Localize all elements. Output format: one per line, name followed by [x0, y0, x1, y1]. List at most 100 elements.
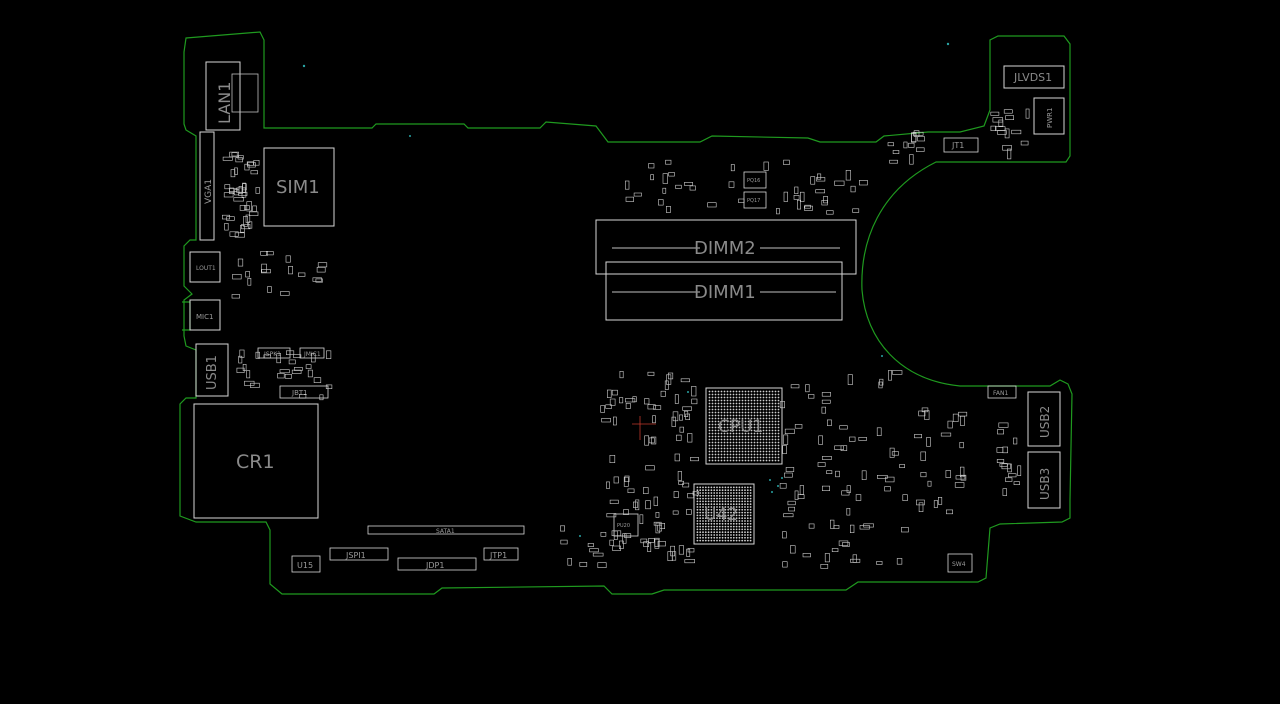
bga-ball [718, 503, 721, 506]
bga-ball [771, 441, 774, 444]
passive-footprint [990, 111, 1000, 116]
component-pwr1[interactable]: PWR1 [1033, 97, 1065, 135]
bga-ball [756, 420, 759, 423]
bga-ball [711, 429, 714, 432]
bga-ball [711, 447, 714, 450]
passive-footprint [959, 415, 965, 426]
bga-ball [727, 520, 730, 522]
component-usb3[interactable]: USB3 [1027, 451, 1061, 509]
passive-footprint [876, 427, 882, 436]
bga-ball [710, 531, 713, 534]
component-jlvds1[interactable]: JLVDS1 [1003, 65, 1065, 89]
bga-ball [741, 517, 744, 520]
bga-ball [716, 531, 718, 534]
bga-ball [771, 450, 774, 453]
passive-footprint [838, 540, 849, 546]
component-pq17[interactable]: PQ17 [743, 191, 767, 209]
component-cpu1[interactable]: CPU1 [705, 387, 783, 465]
component-jbt1[interactable]: JBT1 [279, 385, 329, 399]
bga-ball [714, 447, 717, 450]
component-jdp1[interactable]: JDP1 [397, 557, 477, 571]
passive-footprint [288, 265, 293, 275]
bga-ball [749, 531, 752, 534]
component-dimm1[interactable]: DIMM1 [605, 261, 843, 321]
passive-footprint [799, 485, 804, 495]
component-sw4[interactable]: SW4 [947, 553, 973, 573]
component-usb1[interactable]: USB1 [195, 343, 229, 397]
bga-ball [702, 508, 704, 511]
component-jtp1[interactable]: JTP1 [483, 547, 519, 561]
bga-ball [746, 531, 749, 534]
passive-footprint [246, 201, 253, 212]
bga-ball [759, 399, 762, 402]
passive-footprint [1007, 148, 1012, 160]
bga-ball [732, 531, 735, 534]
component-jspk1[interactable]: JSPK1 [257, 347, 291, 359]
bga-ball [762, 417, 765, 420]
bga-ball [747, 426, 750, 429]
component-mic1[interactable]: MIC1 [189, 299, 221, 331]
component-jt1[interactable]: JT1 [943, 137, 979, 153]
bga-ball [727, 525, 730, 528]
bga-ball [708, 444, 711, 447]
bga-ball [750, 447, 753, 450]
passive-footprint [783, 191, 788, 202]
bga-ball [735, 396, 738, 399]
bga-ball [726, 435, 729, 438]
bga-ball [710, 511, 713, 514]
bga-ball [732, 447, 735, 450]
component-u42[interactable]: U42 [693, 483, 755, 545]
bga-ball [723, 408, 726, 411]
bga-ball [735, 525, 738, 528]
component-jspi1[interactable]: JSPI1 [329, 547, 389, 561]
component-u15[interactable]: U15 [291, 555, 321, 573]
bga-ball [750, 429, 753, 432]
passive-footprint [797, 494, 805, 500]
passive-footprint [263, 354, 271, 359]
component-lout1[interactable]: LOUT1 [189, 251, 221, 283]
passive-footprint [940, 432, 952, 437]
bga-ball [707, 536, 710, 539]
bga-ball [741, 531, 744, 534]
bga-ball [765, 435, 768, 438]
component-sim1[interactable]: SIM1 [263, 147, 335, 227]
bga-ball [704, 531, 707, 534]
passive-footprint [307, 369, 313, 378]
component-lan1[interactable]: LAN1 [205, 61, 259, 131]
bga-ball [711, 414, 714, 417]
passive-footprint [644, 435, 649, 446]
passive-footprint [990, 125, 997, 131]
component-cr1[interactable]: CR1 [193, 403, 319, 519]
bga-ball [713, 534, 716, 536]
bga-ball [750, 432, 753, 435]
passive-footprint [858, 436, 867, 441]
passive-footprint [821, 406, 827, 414]
component-usb2[interactable]: USB2 [1027, 391, 1061, 447]
component-vga[interactable]: VGA1 [199, 131, 215, 241]
bga-ball [756, 408, 759, 411]
component-fan1[interactable]: FAN1 [987, 385, 1017, 399]
component-sata1[interactable]: SATA1 [367, 525, 525, 535]
bga-ball [732, 444, 735, 447]
bga-ball [723, 420, 726, 423]
bga-ball [732, 517, 735, 520]
bga-ball [777, 441, 780, 444]
component-jmic1[interactable]: JMIC1 [299, 347, 325, 359]
bga-ball [747, 390, 750, 393]
bga-ball [724, 520, 727, 522]
bga-ball [721, 534, 724, 536]
bga-ball [744, 420, 747, 423]
bga-ball [699, 500, 702, 503]
passive-footprint [600, 405, 605, 413]
bga-ball [730, 506, 732, 508]
component-dimm2[interactable]: DIMM2 [595, 219, 857, 275]
bga-ball [749, 522, 752, 525]
passive-footprint [996, 447, 1004, 453]
u42-ball-grid [696, 486, 752, 542]
bga-ball [738, 423, 741, 426]
passive-footprint [855, 494, 862, 501]
component-pq16[interactable]: PQ16 [743, 171, 767, 189]
passive-footprint [317, 262, 328, 268]
passive-footprint [849, 524, 855, 533]
bga-ball [717, 393, 720, 396]
